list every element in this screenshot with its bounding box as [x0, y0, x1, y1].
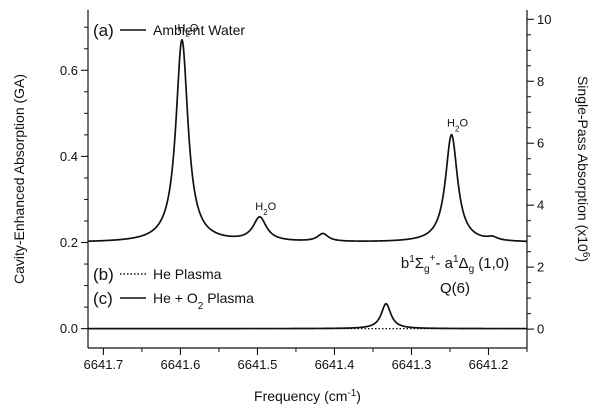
y-right-tick-label-3: 6 — [537, 136, 544, 151]
legend-label-c-sub: 2 — [198, 301, 204, 312]
trans-delta: Δ — [459, 255, 469, 272]
y-left-tick-label-3: 0.6 — [60, 63, 78, 78]
y-right-tick-label-2: 4 — [537, 198, 544, 213]
peak-label-1-h: H — [177, 23, 185, 35]
x-tick-label-5: 6641.2 — [469, 357, 509, 372]
peak-label-2-h: H — [255, 201, 263, 213]
panel-tag-c: (c) — [93, 289, 113, 308]
y-axis-right-title-end: ) — [575, 257, 591, 262]
y-right-tick-label-5: 10 — [537, 12, 551, 27]
x-tick-label-1: 6641.6 — [161, 357, 201, 372]
legend-entry-he-plasma: (b) He Plasma — [93, 265, 222, 284]
series-lines — [87, 38, 528, 330]
y-axis-right-title-main: Single-Pass Absorption (x10 — [575, 76, 591, 252]
y-axis-right-title: Single-Pass Absorption (x106) — [575, 76, 592, 262]
series-line-he-o2-plasma — [87, 302, 528, 330]
y-axis-left-title: Cavity-Enhanced Absorption (GA) — [11, 74, 27, 284]
y-left-tick-label-2: 0.4 — [60, 149, 78, 164]
peak-label-3-h: H — [447, 117, 455, 129]
panel-tag-b: (b) — [93, 265, 114, 284]
x-tick-label-3: 6641.4 — [315, 357, 355, 372]
trans-band: (1,0) — [474, 255, 509, 272]
x-axis-title-sup: -1 — [347, 388, 356, 399]
trans-dash-a: - a — [435, 255, 453, 272]
x-tick-label-0: 6641.7 — [84, 357, 124, 372]
trans-b: b — [401, 255, 409, 272]
peak-label-2-sub: 2 — [263, 208, 268, 217]
y-left-tick-label-1: 0.2 — [60, 235, 78, 250]
y-left-tick-label-0: 0.0 — [60, 321, 78, 336]
trans-a-sup: 1 — [453, 254, 459, 265]
x-axis-title: Frequency (cm-1) — [254, 388, 361, 405]
y-axis-right-title-sup: 6 — [581, 252, 592, 258]
panel-tag-a: (a) — [93, 21, 114, 40]
trans-sigma: Σ — [415, 255, 424, 272]
y-right-tick-label-4: 8 — [537, 74, 544, 89]
peak-label-1-o: O — [190, 23, 199, 35]
x-tick-label-4: 6641.3 — [392, 357, 432, 372]
y-right-tick-label-0: 0 — [537, 322, 544, 337]
transition-branch-label: Q(6) — [440, 280, 470, 297]
transition-label: b1Σg+- a1Δg (1,0) — [401, 253, 509, 275]
legend-entry-he-o2-plasma: (c) He + O2 Plasma — [93, 289, 254, 312]
ticks: 6641.7 6641.6 6641.5 6641.4 6641.3 6641.2 0.0 0… — [60, 12, 552, 372]
trans-b-sup: 1 — [409, 254, 415, 265]
legend-label-he-o2-plasma: He + O2 Plasma — [153, 290, 254, 312]
legend-label-c-main: He + O — [153, 290, 198, 306]
legend-label-ambient-water: Ambient Water — [153, 22, 245, 38]
trans-sigma-sup: + — [430, 253, 436, 264]
x-axis-title-main: Frequency (cm — [254, 388, 347, 404]
peak-label-2-o: O — [268, 201, 277, 213]
axes — [87, 10, 528, 349]
legend-entry-ambient-water: (a) Ambient Water — [93, 21, 245, 40]
peak-label-h2o-1: H2O — [177, 23, 198, 39]
peak-label-h2o-3: H2O — [447, 117, 468, 133]
peak-label-3-o: O — [459, 117, 468, 129]
trans-sigma-sub: g — [424, 264, 430, 275]
peak-label-1-sub: 2 — [185, 29, 190, 38]
x-axis-title-end: ) — [356, 388, 361, 404]
series-line-ambient-water — [87, 38, 528, 243]
trans-delta-sub: g — [469, 264, 475, 275]
legend-label-he-plasma: He Plasma — [153, 266, 222, 282]
peak-label-h2o-2: H2O — [255, 201, 276, 217]
peak-label-3-sub: 2 — [455, 124, 460, 133]
legend-label-c-end: Plasma — [203, 290, 254, 306]
x-tick-label-2: 6641.5 — [238, 357, 278, 372]
y-right-tick-label-1: 2 — [537, 260, 544, 275]
